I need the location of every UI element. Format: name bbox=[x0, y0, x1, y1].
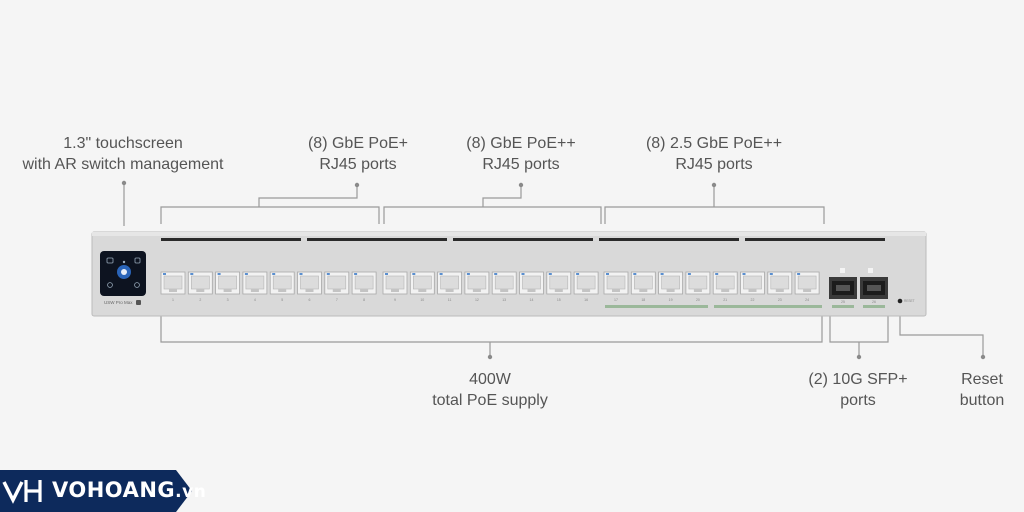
rj45-port-21[interactable] bbox=[712, 271, 738, 295]
sfp-callout-line2: ports bbox=[840, 392, 876, 409]
gbe-poe-plusplus-callout: (8) GbE PoE++ RJ45 ports bbox=[451, 133, 591, 175]
rj45-port-label: 3 bbox=[227, 298, 229, 302]
bottom-brackets bbox=[160, 316, 986, 360]
model-badge-icon bbox=[136, 300, 141, 305]
touchscreen-display[interactable] bbox=[100, 251, 146, 296]
rj45-port-label: 8 bbox=[363, 298, 365, 302]
gbe25-poe-plusplus-callout: (8) 2.5 GbE PoE++ RJ45 ports bbox=[629, 133, 799, 175]
sfp-port-25[interactable] bbox=[829, 277, 857, 299]
rj45-port-label: 18 bbox=[641, 298, 645, 302]
sfp-strip-26 bbox=[863, 305, 885, 308]
rj45-port-14[interactable] bbox=[519, 271, 544, 295]
rj45-port-9[interactable] bbox=[382, 271, 408, 295]
poe-supply-callout-line1: 400W bbox=[469, 371, 511, 388]
vohoang-suffix: .vn bbox=[175, 482, 207, 502]
reset-callout-line1: Reset bbox=[961, 371, 1003, 388]
reset-label: RESET bbox=[904, 299, 915, 303]
rj45-port-label: 4 bbox=[254, 298, 256, 302]
rj45-port-label: 15 bbox=[557, 298, 561, 302]
rj45-port-3[interactable] bbox=[215, 271, 241, 295]
rj45-port-label: 9 bbox=[394, 298, 396, 302]
rj45-port-4[interactable] bbox=[242, 271, 268, 295]
rj45-port-label: 14 bbox=[530, 298, 534, 302]
rj45-port-18[interactable] bbox=[630, 271, 656, 295]
rj45-port-group bbox=[160, 271, 820, 295]
gbe-poe-plus-callout-line2: RJ45 ports bbox=[319, 156, 397, 173]
gbe25-poe-plusplus-callout-line1: (8) 2.5 GbE PoE++ bbox=[645, 135, 783, 152]
poe-supply-callout-line2: total PoE supply bbox=[432, 392, 548, 409]
sfp-led-26 bbox=[868, 268, 873, 273]
rj45-port-23[interactable] bbox=[767, 271, 793, 295]
gbe25-poe-plusplus-callout-line2: RJ45 ports bbox=[675, 156, 753, 173]
gbe-poe-plus-callout: (8) GbE PoE+ RJ45 ports bbox=[288, 133, 428, 175]
rj45-port-label: 11 bbox=[448, 298, 452, 302]
rj45-port-label: 10 bbox=[420, 298, 424, 302]
rj45-port-20[interactable] bbox=[685, 271, 711, 295]
rj45-port-label: 23 bbox=[778, 298, 782, 302]
rj45-port-19[interactable] bbox=[658, 271, 683, 295]
rj45-port-label: 6 bbox=[309, 298, 311, 302]
rj45-port-13[interactable] bbox=[491, 271, 517, 295]
model-label: USW Pro Max bbox=[104, 300, 133, 305]
rj45-port-label: 24 bbox=[805, 298, 809, 302]
rj45-port-16[interactable] bbox=[573, 271, 599, 295]
rj45-port-17[interactable] bbox=[603, 271, 629, 295]
reset-callout-line2: button bbox=[959, 392, 1005, 409]
sfp-strip-25 bbox=[832, 305, 854, 308]
top-brackets bbox=[121, 180, 825, 226]
sfp-port-group: 25 26 bbox=[829, 268, 888, 308]
gbe-poe-plusplus-callout-line1: (8) GbE PoE++ bbox=[466, 135, 576, 152]
status-strip-right bbox=[714, 305, 822, 308]
vohoang-logo-text: VOHOANG.vn bbox=[52, 478, 206, 502]
gbe-poe-plus-callout-line1: (8) GbE PoE+ bbox=[307, 135, 409, 152]
rj45-port-label: 13 bbox=[502, 298, 506, 302]
sfp-led-25 bbox=[840, 268, 845, 273]
touchscreen-callout-line1: 1.3" touchscreen bbox=[63, 135, 183, 152]
rj45-port-22[interactable] bbox=[740, 271, 765, 295]
rj45-port-15[interactable] bbox=[546, 271, 572, 295]
rj45-port-label: 17 bbox=[614, 298, 618, 302]
rj45-port-label: 21 bbox=[723, 298, 727, 302]
rj45-port-label: 22 bbox=[751, 298, 755, 302]
gbe-poe-plusplus-callout-line2: RJ45 ports bbox=[482, 156, 560, 173]
rj45-port-label: 20 bbox=[696, 298, 700, 302]
rj45-port-label: 5 bbox=[281, 298, 283, 302]
reset-button[interactable] bbox=[897, 298, 903, 304]
vohoang-brand: VOHOANG bbox=[52, 478, 176, 502]
rj45-port-label: 1 bbox=[172, 298, 174, 302]
vohoang-logo bbox=[0, 470, 192, 512]
rj45-port-24[interactable] bbox=[794, 271, 820, 295]
rj45-port-5[interactable] bbox=[269, 271, 295, 295]
sfp-callout-line1: (2) 10G SFP+ bbox=[808, 371, 908, 388]
reset-callout: Reset button bbox=[946, 369, 1018, 411]
rj45-port-label: 2 bbox=[199, 298, 201, 302]
sfp-label-25: 25 bbox=[841, 300, 845, 304]
sfp-label-26: 26 bbox=[872, 300, 876, 304]
status-strip-left bbox=[605, 305, 708, 308]
rj45-port-6[interactable] bbox=[297, 271, 322, 295]
rj45-port-12[interactable] bbox=[464, 271, 490, 295]
rj45-port-7[interactable] bbox=[324, 271, 350, 295]
touchscreen-callout: 1.3" touchscreen with AR switch manageme… bbox=[10, 133, 236, 175]
rj45-port-label: 12 bbox=[475, 298, 479, 302]
rj45-port-label: 16 bbox=[584, 298, 588, 302]
poe-supply-callout: 400W total PoE supply bbox=[410, 369, 570, 411]
rj45-port-label: 7 bbox=[336, 298, 338, 302]
rj45-port-1[interactable] bbox=[160, 271, 186, 295]
touchscreen-callout-line2: with AR switch management bbox=[22, 156, 224, 173]
rj45-port-8[interactable] bbox=[351, 271, 377, 295]
rj45-port-11[interactable] bbox=[437, 271, 463, 295]
sfp-port-26[interactable] bbox=[860, 277, 888, 299]
rj45-port-10[interactable] bbox=[409, 271, 435, 295]
sfp-callout: (2) 10G SFP+ ports bbox=[798, 369, 918, 411]
rj45-port-label: 19 bbox=[669, 298, 673, 302]
rj45-port-2[interactable] bbox=[187, 271, 213, 295]
